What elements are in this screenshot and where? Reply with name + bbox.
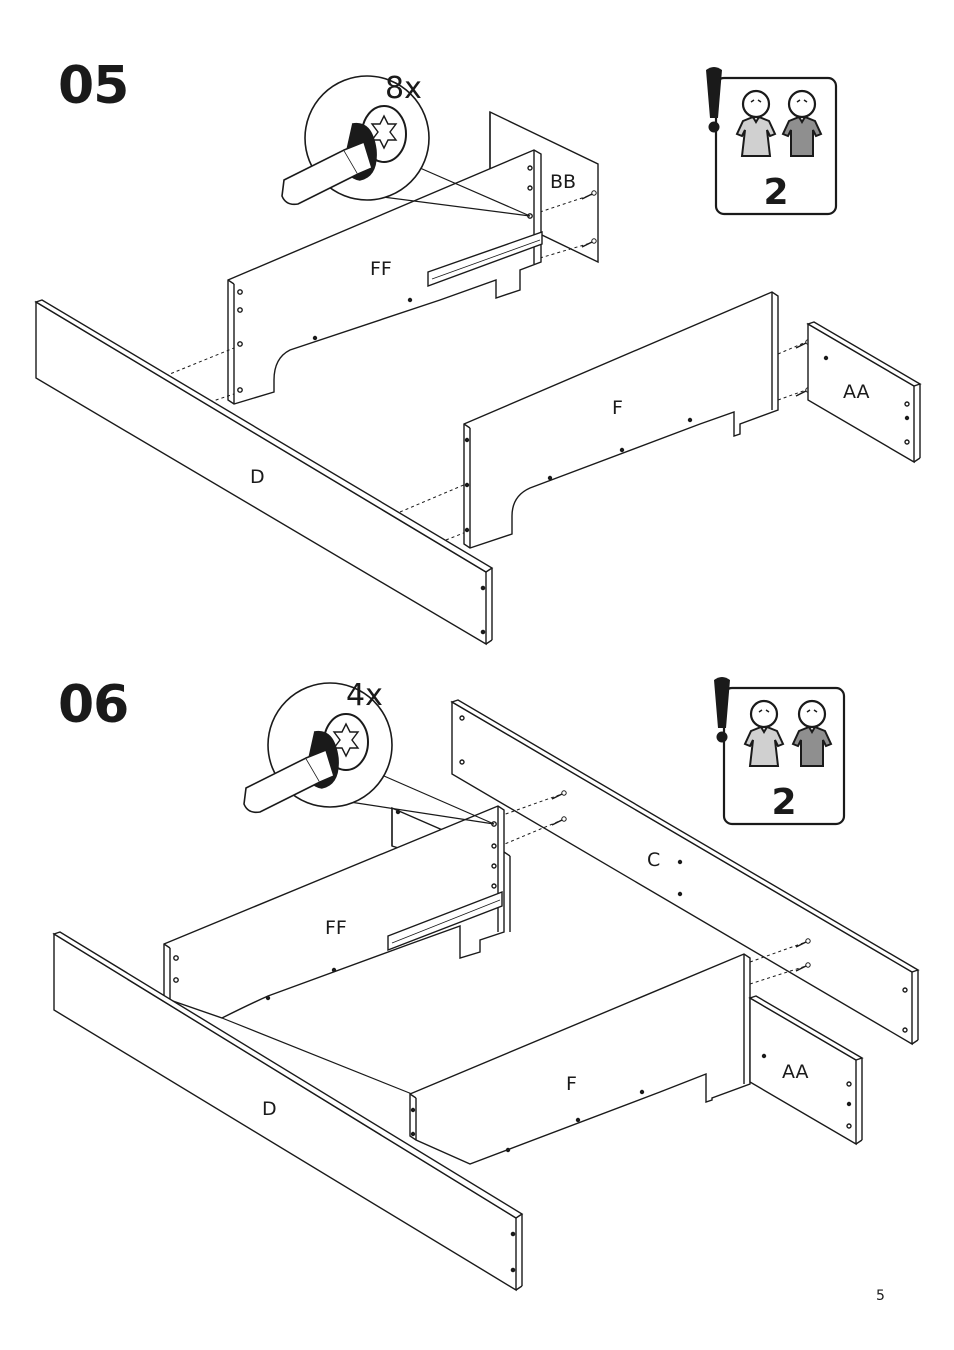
panel-aa: AA	[750, 996, 862, 1144]
part-label-d: D	[250, 466, 265, 488]
part-label-ff: FF	[325, 917, 347, 939]
step-06-illustration: C FF D	[54, 677, 918, 1290]
quantity-label: 8x	[385, 71, 422, 106]
two-person-assembly-icon: 2	[714, 677, 844, 824]
people-count: 2	[763, 172, 788, 213]
panel-f: F	[410, 954, 750, 1164]
panel-aa: AA	[808, 322, 920, 462]
part-label-aa: AA	[843, 381, 870, 403]
part-label-c: C	[647, 849, 660, 871]
page-number: 5	[876, 1288, 885, 1304]
part-label-f: F	[612, 397, 623, 419]
two-person-assembly-icon: 2	[706, 67, 836, 214]
quantity-label: 4x	[346, 678, 383, 713]
part-label-aa: AA	[782, 1061, 809, 1083]
panel-ff: FF	[164, 806, 510, 1018]
part-label-ff: FF	[370, 258, 392, 280]
part-label-f: F	[566, 1073, 577, 1095]
step-05-illustration: BB FF	[36, 67, 920, 644]
part-label-d: D	[262, 1098, 277, 1120]
panel-f: F	[464, 292, 778, 548]
people-count: 2	[771, 782, 796, 823]
part-label-bb: BB	[550, 171, 576, 193]
